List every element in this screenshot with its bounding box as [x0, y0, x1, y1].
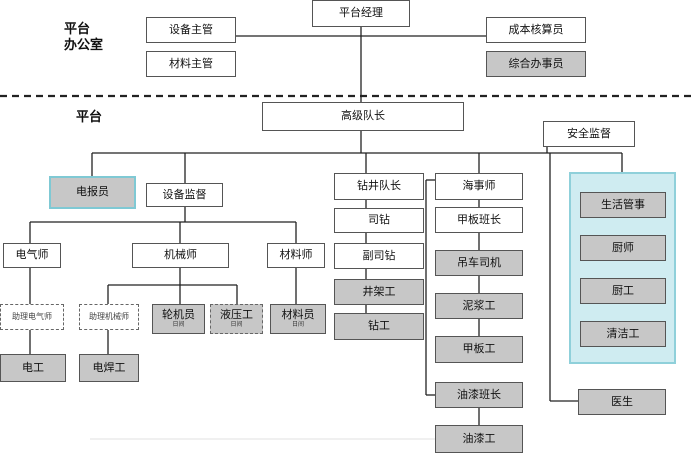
drilling-captain-box: 钻井队长: [334, 173, 424, 200]
hydraulic-worker-label: 液压工: [220, 308, 253, 322]
hydraulic-worker-box: 液压工 日间: [210, 304, 263, 334]
deck-worker-box: 甲板工: [435, 336, 523, 363]
material-clerk-box: 材料员 日间: [270, 304, 326, 334]
chef-box: 厨师: [580, 235, 666, 261]
electrical-worker-box: 电工: [0, 354, 66, 382]
mechanic-box: 机械师: [132, 243, 229, 268]
electrician-box: 电气师: [3, 243, 61, 268]
driller-box: 司钻: [334, 208, 424, 233]
platform-section-label: 平台: [76, 110, 103, 125]
equipment-supervision-box: 设备监督: [146, 183, 223, 207]
derrickman-box: 井架工: [334, 279, 424, 305]
hydraulic-worker-shift: 日间: [230, 321, 243, 329]
turbine-operator-box: 轮机员 日间: [152, 304, 205, 334]
painter-box: 油漆工: [435, 425, 523, 453]
roughneck-box: 钻工: [334, 313, 424, 340]
office-section-label: 平台 办公室: [64, 22, 103, 55]
turbine-operator-shift: 日间: [172, 321, 185, 329]
welder-box: 电焊工: [79, 354, 139, 382]
mud-worker-box: 泥浆工: [435, 293, 523, 319]
platform-manager-box: 平台经理: [312, 0, 410, 27]
cleaner-box: 清洁工: [580, 321, 666, 347]
turbine-operator-label: 轮机员: [162, 308, 195, 322]
assistant-electrician-box: 助理电气师: [0, 304, 64, 330]
paint-foreman-box: 油漆班长: [435, 382, 523, 408]
general-clerk-box: 综合办事员: [486, 51, 586, 77]
material-clerk-shift: 日间: [291, 321, 304, 329]
marine-officer-box: 海事师: [435, 173, 523, 200]
safety-supervisor-box: 安全监督: [543, 121, 635, 147]
cook-box: 厨工: [580, 278, 666, 304]
deck-foreman-box: 甲板班长: [435, 207, 523, 233]
office-label-line2: 办公室: [64, 38, 104, 54]
radio-operator-box: 电报员: [49, 176, 136, 209]
office-label-line1: 平台: [64, 22, 91, 37]
assistant-driller-box: 副司钻: [334, 243, 424, 269]
equipment-supervisor-box: 设备主管: [146, 17, 236, 43]
material-engineer-box: 材料师: [267, 243, 325, 268]
material-clerk-label: 材料员: [281, 308, 315, 322]
cost-accountant-box: 成本核算员: [486, 17, 586, 43]
senior-captain-box: 高级队长: [262, 102, 464, 131]
materials-supervisor-box: 材料主管: [146, 51, 236, 77]
assistant-mechanic-box: 助理机械师: [79, 304, 139, 330]
living-supervisor-box: 生活管事: [580, 192, 666, 218]
crane-operator-box: 吊车司机: [435, 250, 523, 276]
doctor-box: 医生: [578, 389, 666, 415]
